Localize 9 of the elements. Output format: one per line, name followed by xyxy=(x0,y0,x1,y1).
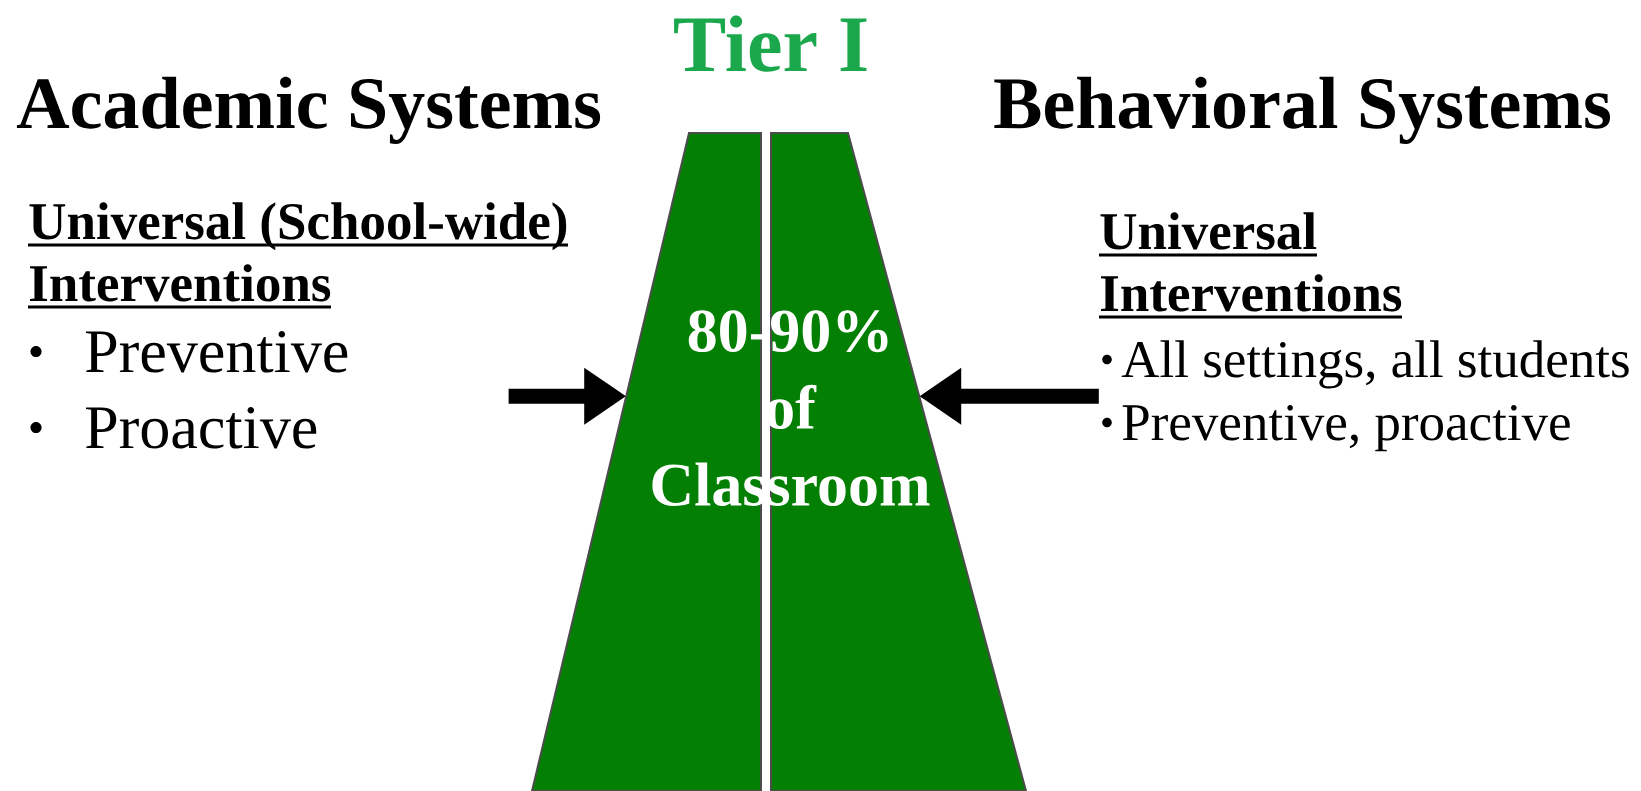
title: Tier I xyxy=(674,15,867,72)
section-heading: Academic Systems xyxy=(16,76,601,144)
underlined-heading: Universal (School-wide) Interventions xyxy=(28,202,568,309)
underlined-heading: Universal Interventions xyxy=(1099,212,1402,319)
bullet-item: Preventive xyxy=(30,330,348,373)
bullet-item: All settings, all students xyxy=(1102,340,1629,389)
bullet-item: Preventive, proactive xyxy=(1102,404,1570,452)
bullet-item: Proactive xyxy=(30,406,317,449)
section-heading: Behavioral Systems xyxy=(994,76,1610,144)
